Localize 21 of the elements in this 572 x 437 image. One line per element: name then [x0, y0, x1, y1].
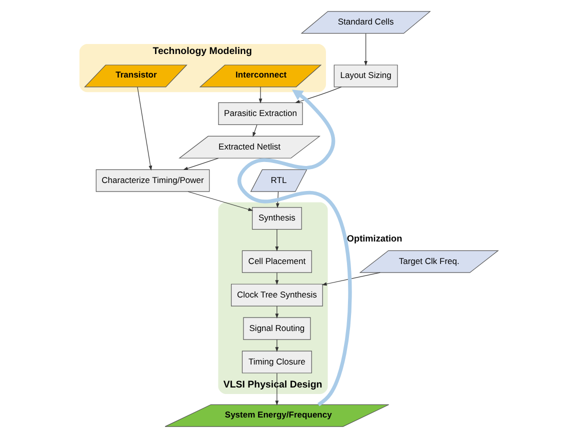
arrow	[187, 190, 253, 211]
node-box: Cell Placement	[241, 250, 312, 272]
arrow	[274, 305, 278, 318]
arrow	[274, 272, 278, 285]
node-box: Signal Routing	[242, 316, 310, 340]
arrow	[274, 338, 278, 352]
arrow	[237, 89, 352, 406]
arrow	[321, 272, 380, 286]
arrow	[274, 228, 278, 251]
arrow	[258, 86, 262, 103]
node-box: Clock Tree Synthesis	[230, 283, 322, 306]
node-box: Layout Sizing	[333, 64, 398, 87]
arrow	[252, 124, 257, 137]
node-box: Parasitic Extraction	[218, 102, 302, 124]
arrow	[294, 86, 342, 103]
node-box: Characterize Timing/Power	[95, 168, 210, 192]
arrow	[364, 32, 368, 66]
edge-label: Optimization	[346, 233, 402, 244]
arrow	[136, 86, 152, 170]
node-box: Synthesis	[251, 206, 302, 230]
node-box: Timing Closure	[241, 350, 312, 373]
